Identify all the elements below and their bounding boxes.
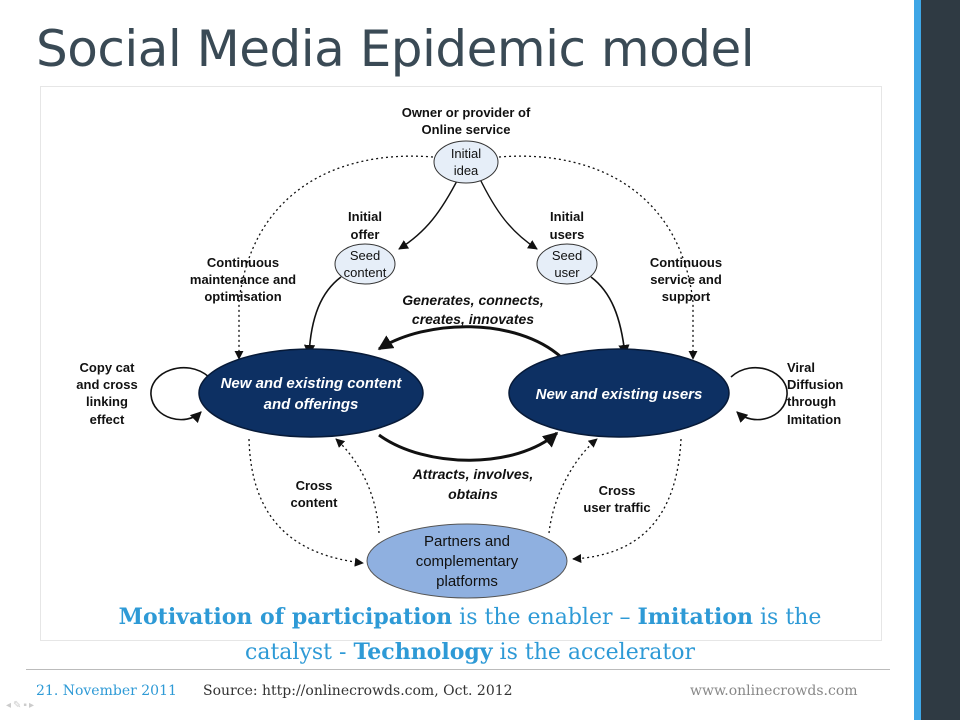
label-line: offer — [351, 227, 380, 242]
label-generates: Generates, connects, creates, innovates — [402, 292, 544, 327]
label-line: users — [550, 227, 585, 242]
dotted-arrow-partners-to-users — [548, 438, 598, 534]
label-line: effect — [90, 412, 125, 427]
label-line: Initial — [348, 209, 382, 224]
label-line: user traffic — [583, 500, 650, 515]
node-seed-user: Seed user — [536, 243, 598, 285]
arrow-seed-content-to-content — [303, 276, 342, 357]
label-line: Cross — [296, 478, 333, 493]
diagram-frame: Initial idea Seed content Seed user New … — [40, 86, 882, 641]
label-line: Initial — [550, 209, 584, 224]
node-seed-content: Seed content — [334, 243, 396, 285]
footer-site-url: www.onlinecrowds.com — [690, 683, 858, 699]
pen-icon[interactable]: ✎ — [13, 700, 24, 711]
arrow-seed-user-to-users — [590, 276, 630, 357]
slide-nav-controls[interactable]: ◂✎▪▸ — [6, 700, 36, 711]
caption-text: is the — [753, 605, 822, 630]
dotted-arrow-idea-to-content — [234, 155, 434, 360]
footer-date: 21. November 2011 — [36, 683, 177, 699]
sidebar-accent-stripe — [914, 0, 921, 720]
label-line: Generates, connects, — [402, 292, 544, 308]
arrow-users-to-content — [377, 325, 562, 359]
node-partners: Partners and complementary platforms — [366, 523, 568, 599]
node-label: New and existing content — [221, 375, 403, 392]
label-viral: Viral Diffusion through Imitation — [787, 360, 843, 427]
node-label: New and existing users — [536, 386, 703, 403]
node-users: New and existing users — [508, 348, 730, 438]
label-service-support: Continuous service and support — [650, 255, 722, 304]
label-line: Diffusion — [787, 377, 843, 392]
node-label: content — [344, 265, 387, 280]
label-line: Owner or provider of — [402, 105, 531, 120]
label-line: Copy cat — [80, 360, 136, 375]
next-slide-icon[interactable]: ▸ — [28, 700, 36, 711]
dotted-arrow-content-to-partners — [248, 438, 364, 567]
label-line: Cross — [599, 483, 636, 498]
label-line: linking — [86, 394, 128, 409]
footer-source: Source: http://onlinecrowds.com, Oct. 20… — [203, 683, 513, 699]
caption-emphasis: Technology — [353, 639, 493, 665]
label-cross-user-traffic: Cross user traffic — [583, 483, 650, 515]
epidemic-model-diagram: Initial idea Seed content Seed user New … — [76, 105, 843, 599]
footer-divider — [26, 669, 890, 670]
sidebar-dark-panel — [921, 0, 960, 720]
prev-slide-icon[interactable]: ◂ — [6, 700, 14, 711]
node-label: Initial — [451, 146, 481, 161]
label-line: obtains — [448, 486, 498, 502]
node-label: Partners and — [424, 533, 510, 550]
label-line: and cross — [76, 377, 137, 392]
label-line: maintenance and — [190, 272, 296, 287]
node-initial-idea: Initial idea — [433, 140, 499, 184]
node-label: platforms — [436, 573, 498, 590]
node-label: idea — [454, 163, 479, 178]
label-line: Attracts, involves, — [412, 466, 534, 482]
dotted-arrow-idea-to-users — [498, 155, 698, 360]
label-owner: Owner or provider of Online service — [402, 105, 531, 137]
connector-lines — [150, 155, 788, 567]
node-label: user — [554, 265, 580, 280]
label-maintenance: Continuous maintenance and optimisation — [190, 255, 296, 304]
caption-line-2: catalyst - Technology is the accelerator — [40, 635, 900, 670]
caption-line-1: Motivation of participation is the enabl… — [40, 600, 900, 635]
self-loop-users — [730, 366, 788, 423]
dotted-arrow-users-to-partners — [572, 438, 682, 564]
label-line: Online service — [422, 122, 511, 137]
node-label: Seed — [552, 248, 582, 263]
node-label: and offerings — [264, 396, 359, 413]
caption-text: catalyst - — [245, 640, 354, 665]
arrow-idea-to-seed-user — [478, 176, 538, 250]
label-line: Imitation — [787, 412, 841, 427]
label-line: service and — [650, 272, 722, 287]
slide-title: Social Media Epidemic model — [36, 20, 755, 78]
label-line: through — [787, 394, 836, 409]
label-line: creates, innovates — [412, 311, 534, 327]
slide-caption: Motivation of participation is the enabl… — [40, 600, 900, 670]
label-line: support — [662, 289, 711, 304]
arrow-content-to-users — [378, 431, 559, 462]
label-line: Viral — [787, 360, 815, 375]
label-initial-offer: Initial offer — [348, 209, 382, 242]
label-line: Continuous — [207, 255, 279, 270]
node-content-offerings: New and existing content and offerings — [198, 348, 424, 438]
label-line: content — [291, 495, 339, 510]
label-copy-cat: Copy cat and cross linking effect — [76, 360, 137, 427]
dotted-arrow-partners-to-content — [335, 438, 380, 534]
caption-emphasis: Imitation — [637, 604, 754, 630]
self-loop-content — [150, 366, 210, 424]
label-line: optimisation — [204, 289, 281, 304]
arrow-idea-to-seed-content — [398, 176, 460, 250]
node-label: Seed — [350, 248, 380, 263]
label-cross-content: Cross content — [291, 478, 339, 510]
caption-text: is the accelerator — [492, 640, 695, 665]
menu-icon[interactable]: ▪ — [23, 700, 29, 711]
label-initial-users: Initial users — [550, 209, 585, 242]
caption-emphasis: Motivation of participation — [118, 604, 453, 630]
caption-text: is the enabler – — [452, 605, 638, 630]
label-line: Continuous — [650, 255, 722, 270]
node-label: complementary — [416, 553, 519, 570]
label-attracts: Attracts, involves, obtains — [412, 466, 534, 502]
